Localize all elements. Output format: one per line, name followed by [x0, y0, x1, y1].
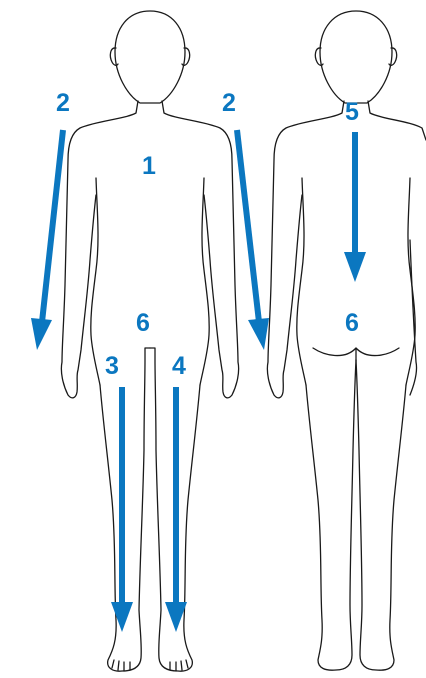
front-left-toes: [112, 660, 130, 671]
back-head: [320, 11, 392, 103]
front-right-ear: [182, 48, 190, 65]
back-right-side: [368, 101, 426, 140]
front-left-arm-arrow: [31, 130, 63, 350]
back-buttocks: [313, 348, 399, 360]
front-right-arm-arrow: [237, 130, 269, 350]
front-head: [115, 11, 185, 103]
front-left-ear: [110, 48, 118, 65]
label-front-left-arm: 2: [56, 89, 70, 117]
label-right-leg: 4: [172, 352, 186, 380]
label-front-groin: 6: [136, 309, 150, 337]
right-leg-arrow: [165, 387, 187, 632]
back-right-arm: [410, 240, 417, 395]
left-leg-arrow: [111, 387, 133, 632]
back-right-ear: [389, 48, 397, 65]
front-figure: [61, 11, 238, 671]
back-torso-left: [297, 178, 306, 385]
front-torso-left: [91, 178, 100, 385]
label-back: 5: [345, 98, 359, 126]
front-right-toes: [170, 660, 188, 671]
front-left-side: [61, 101, 138, 398]
back-left-side: [267, 101, 344, 398]
front-torso-right: [200, 178, 209, 385]
label-front-torso: 1: [142, 152, 156, 180]
back-left-ear: [315, 48, 323, 65]
back-arrow: [344, 132, 366, 282]
back-torso-right: [406, 178, 415, 385]
back-right-leg: [356, 360, 406, 670]
label-front-right-arm: 2: [222, 89, 236, 117]
back-left-leg: [306, 360, 356, 670]
label-left-leg: 3: [105, 352, 119, 380]
label-back-buttocks: 6: [345, 309, 359, 337]
